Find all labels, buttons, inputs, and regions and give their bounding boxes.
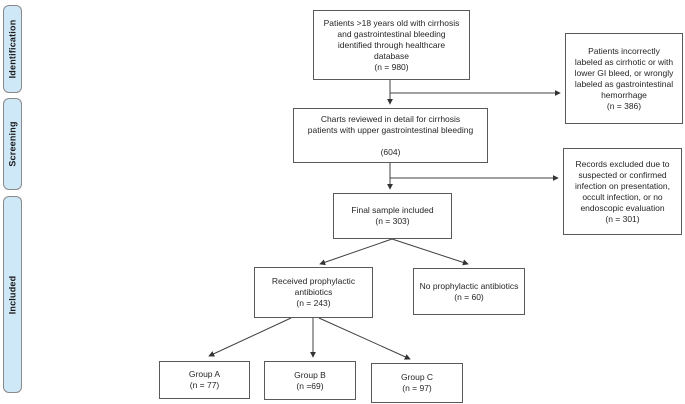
flow-box-text-line: hemorrhage <box>601 89 647 100</box>
flow-box-excluded-mislabeled: Patients incorrectly labeled as cirrhoti… <box>565 33 683 124</box>
flow-box-text-line: Final sample included <box>351 205 434 215</box>
flow-box-text-line: (n = 980) <box>374 61 409 72</box>
flow-box-text-line: No prophylactic antibiotics <box>419 280 519 291</box>
flow-box-text-line: Records excluded due to <box>575 158 670 169</box>
flow-box-text-line: Group C <box>400 372 434 382</box>
flow-box-text-line: Patients >18 years old with cirrhosis <box>323 17 460 28</box>
flow-box-no-antibiotics: No prophylactic antibiotics (n = 60) <box>413 268 525 315</box>
flow-box-final-sample: Final sample included (n = 303) <box>333 193 452 239</box>
flow-box-charts-reviewed: Charts reviewed in detail for cirrhosis … <box>293 108 488 163</box>
stage-label-identification: Identification <box>3 5 22 93</box>
flow-box-text-line: endoscopic evaluation <box>580 202 665 213</box>
flow-box-text-line: (n =69) <box>296 380 324 391</box>
flow-box-group-a: Group A (n = 77) <box>159 361 250 399</box>
flow-box-text-line: (n = 301) <box>605 213 640 224</box>
flow-box-text-line: Patients incorrectly <box>588 45 660 56</box>
flow-box-text-line: Received prophylactic <box>271 276 356 286</box>
flow-box-text-line: (n = 77) <box>189 380 220 390</box>
flow-box-identified-patients: Patients >18 years old with cirrhosis an… <box>313 10 470 80</box>
connector-antibiotics-to-group-c <box>318 317 411 360</box>
flow-box-text-line: Group B <box>294 369 326 380</box>
flow-box-text-line: (604) <box>380 146 401 157</box>
flow-box-excluded-infection: Records excluded due to suspected or con… <box>563 148 682 235</box>
flow-box-group-c: Group C (n = 97) <box>371 363 463 403</box>
flow-box-text-line: database <box>374 50 409 61</box>
flow-box-text-line: labeled as cirrhotic or with <box>574 56 674 67</box>
stage-label-screening: Screening <box>3 98 22 190</box>
connector-final-to-no-antibiotics <box>391 238 469 266</box>
flow-box-text-line: patients with upper gastrointestinal ble… <box>307 124 474 135</box>
flow-box-text-line: Charts reviewed in detail for cirrhosis <box>320 113 461 124</box>
flow-box-text-line: infection on presentation, <box>575 180 670 191</box>
stage-label-included: Included <box>3 196 22 393</box>
flow-box-text-line: and gastrointestinal bleeding <box>337 28 446 39</box>
connector-final-to-antibiotics <box>319 238 393 266</box>
flow-box-text-line: (n = 60) <box>454 291 484 302</box>
flow-box-group-b: Group B (n =69) <box>264 361 356 400</box>
flow-box-text-line: (n = 97) <box>402 383 432 393</box>
flow-box-text-line: lower GI bleed, or wrongly <box>574 67 674 78</box>
connector-antibiotics-to-group-a <box>208 317 292 357</box>
flow-box-text-line: Group A <box>188 369 221 379</box>
flow-box-text-line: (n = 243) <box>296 298 331 308</box>
flow-box-text-line: suspected or confirmed <box>578 169 667 180</box>
flow-box-text-line: (n = 386) <box>606 100 642 111</box>
flow-box-text-line: identified through healthcare <box>337 39 446 50</box>
flow-box-received-antibiotics: Received prophylactic antibiotics (n = 2… <box>254 267 373 318</box>
stage-label-screening-text: Screening <box>7 121 18 167</box>
flow-box-text-line: occult infection, or no <box>582 191 663 202</box>
flow-box-text-line: (n = 303) <box>375 216 410 226</box>
stage-label-included-text: Included <box>7 275 18 314</box>
flow-box-text-line: antibiotics <box>294 287 333 297</box>
stage-label-identification-text: Identification <box>7 19 18 79</box>
flow-box-text-line: labeled as gastrointestinal <box>574 78 674 89</box>
